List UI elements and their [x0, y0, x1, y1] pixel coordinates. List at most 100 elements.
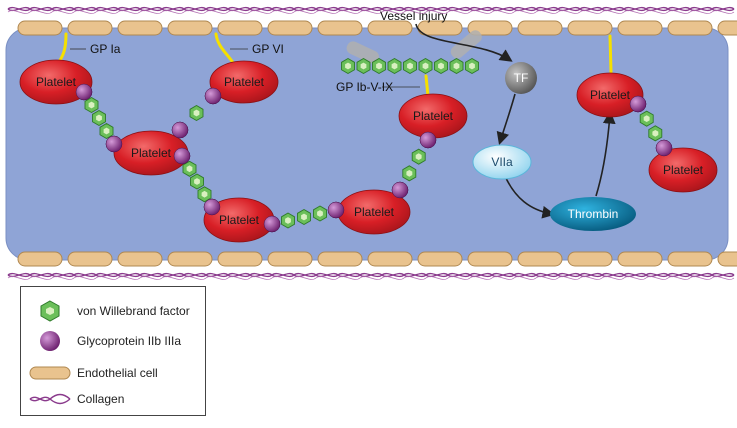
endothelial-cell [467, 251, 513, 267]
arrow-viia-to-thrombin [504, 175, 556, 219]
vwf-hexagon-core [193, 109, 200, 117]
gp-ia-label: GP Ia [90, 42, 121, 56]
endothelial-cell [17, 20, 63, 36]
legend-row-vwf: von Willebrand factor [29, 299, 190, 323]
endothelial-cell [217, 20, 263, 36]
collagen-stub-left [346, 41, 379, 64]
coagulation-arrows [415, 23, 616, 219]
endothelial-cell [617, 251, 663, 267]
glycoprotein-iib-iiia [419, 131, 437, 149]
collagen-strand [7, 10, 735, 14]
endothelial-cell [567, 20, 613, 36]
platelet-label: Platelet [590, 88, 631, 102]
endothelial-cell [567, 251, 613, 267]
platelet-label: Platelet [224, 75, 265, 89]
viia-label: VIIa [491, 155, 513, 169]
endothelial-cell [417, 251, 463, 267]
endothelial-cell [267, 251, 313, 267]
collagen-strand [7, 276, 735, 280]
vwf-hexagon-core [96, 114, 102, 122]
platelet-body [209, 60, 279, 104]
tf-circle [505, 62, 537, 94]
platelet: Platelet [113, 130, 189, 176]
platelet-label: Platelet [131, 146, 172, 160]
endothelial-cell [717, 251, 737, 267]
vwf-hexagon-core [360, 62, 367, 70]
vwf-hexagon-core [438, 62, 444, 70]
collagen-top [7, 6, 735, 14]
platelet-body [576, 72, 644, 118]
collagen-stub-right [450, 30, 482, 59]
vessel-lumen [5, 27, 729, 261]
endothelial-cell [367, 20, 413, 36]
vwf-hexagon-core [285, 217, 291, 224]
vwf-hexagon-core [453, 62, 460, 70]
vwf-hexagon-core [88, 101, 95, 109]
gp-ib-receptor [424, 74, 430, 98]
platelet-label: Platelet [413, 109, 454, 123]
platelet: Platelet [576, 72, 644, 118]
thrombin-node: Thrombin [550, 197, 636, 231]
label-pointers [70, 48, 420, 88]
thrombin-label: Thrombin [568, 207, 619, 221]
endothelial-cell [117, 251, 163, 267]
platelet: Platelet [203, 197, 275, 243]
legend-label-endothelial: Endothelial cell [77, 366, 158, 380]
collagen-strand [7, 6, 735, 12]
vwf-hexagon-core [406, 170, 413, 177]
collagen-strand-icon [29, 387, 71, 411]
vwf-hexagon-core [415, 153, 422, 160]
glycoprotein-iib-iiia [75, 83, 93, 101]
thrombin-ellipse [550, 197, 636, 231]
glycoprotein-iib-iiia [327, 201, 345, 219]
glycoprotein-iib-iiia [263, 215, 281, 233]
endothelial-layer-top [17, 20, 737, 36]
platelet-label: Platelet [219, 213, 260, 227]
glycoprotein-iib-iiia [204, 87, 222, 105]
glycoprotein-iib-iiia [629, 95, 647, 113]
platelet-label: Platelet [354, 205, 395, 219]
vwf-hexagon-core [652, 130, 659, 137]
legend-row-gp2b3a: Glycoprotein IIb IIIa [29, 329, 181, 353]
vwf-hexagon-core [422, 62, 429, 70]
legend-label-vwf: von Willebrand factor [77, 304, 190, 318]
vwf-hexagon-core [391, 62, 398, 70]
viia-node: VIIa [472, 144, 532, 180]
vwf-hexagon-core [643, 115, 650, 122]
vwf-hexagon-core [201, 190, 208, 198]
legend-row-endothelial: Endothelial cell [29, 361, 158, 385]
endothelial-cell [317, 251, 363, 267]
platelet-body [19, 59, 93, 105]
glycoprotein-iib-iiia [655, 139, 673, 157]
gp-ib-label: GP Ib-V-IX [336, 80, 393, 94]
endothelial-cell [317, 20, 363, 36]
platelet-body [648, 147, 718, 193]
endothelial-cell [67, 20, 113, 36]
platelet-label: Platelet [36, 75, 77, 89]
arrow-injury-to-tf [415, 23, 513, 62]
vwf-hexagon-core [376, 62, 382, 70]
vwf-hexagon-core [469, 62, 475, 70]
endothelial-cell [467, 20, 513, 36]
endothelial-cell [67, 251, 113, 267]
tf-label: TF [514, 71, 529, 85]
glycoprotein-iib-iiia [173, 147, 191, 165]
viia-ellipse [472, 144, 532, 180]
gp-right-receptor [608, 34, 613, 74]
platelet: Platelet [337, 189, 411, 235]
vwf-hexagon-icon [29, 299, 71, 323]
endothelial-cell [17, 251, 63, 267]
vessel-injury-label: Vessel injury [380, 9, 447, 23]
arrow-thrombin-to-platelet [595, 110, 616, 197]
vwf-hexagon-core [407, 62, 413, 70]
gp-vi-label: GP VI [252, 42, 284, 56]
glycoprotein-iib-iiia [391, 181, 409, 199]
vwf-hexagon-core [186, 165, 193, 173]
vwf-hexagon-core [345, 62, 351, 70]
glycoprotein-iib-iiia [171, 121, 189, 139]
endothelial-cell [617, 20, 663, 36]
endothelial-cell [517, 20, 563, 36]
endothelial-cell [117, 20, 163, 36]
vwf-hexagon-core [103, 127, 110, 135]
